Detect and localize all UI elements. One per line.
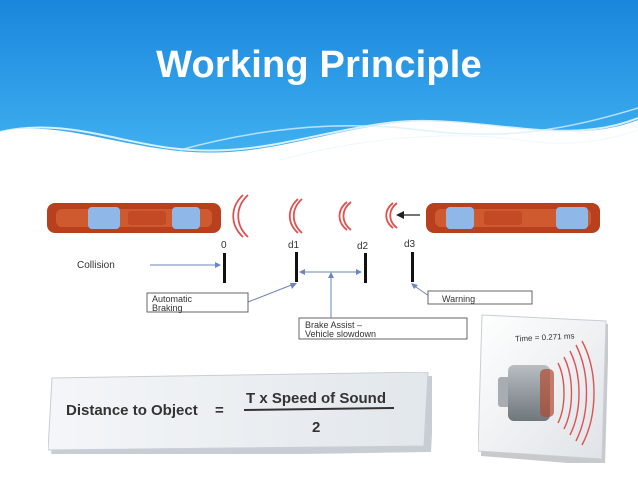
marker-bar-d2 [364, 253, 367, 283]
right-car [426, 203, 600, 233]
sensor-body [508, 365, 550, 421]
formula-fraction-bar [243, 407, 395, 411]
wave-arc [385, 202, 394, 229]
sensor-wave-arc [575, 344, 588, 442]
slide-title: Working Principle [156, 44, 482, 86]
marker-label-0: 0 [221, 240, 227, 251]
automatic-braking-pointer [247, 283, 295, 303]
formula-denominator: 2 [312, 419, 320, 436]
brake-assist-box [298, 317, 468, 340]
sensor-waves [557, 340, 595, 446]
wave-arc [237, 194, 249, 238]
wave-arc [342, 201, 352, 231]
warning-box [427, 290, 533, 305]
wave-arc [389, 202, 398, 229]
sensor-wave-arc [581, 340, 595, 446]
marker-bar-d1 [295, 252, 298, 282]
header-background [0, 0, 638, 175]
formula-equals: = [215, 402, 224, 419]
wave-arc [288, 198, 299, 234]
sensor-wave-arc [569, 350, 580, 436]
working-diagram: 0 d1 d2 d3 Collision Automatic Braking W… [47, 194, 600, 340]
automatic-braking-box [146, 292, 249, 313]
automatic-braking-label-line2: Braking [152, 303, 183, 313]
incoming-arrowhead [396, 211, 404, 219]
wave-arc [292, 198, 303, 234]
wave-arc [338, 201, 348, 231]
sensor-emitter [540, 369, 554, 417]
formula-lhs: Distance to Object [66, 402, 198, 419]
sound-waves [232, 194, 398, 238]
left-car [47, 203, 221, 233]
marker-bar-0 [223, 253, 226, 283]
brake-assist-label-line2: Vehicle slowdown [305, 329, 376, 339]
warning-label: Warning [442, 294, 475, 304]
formula-box: Distance to Object = T x Speed of Sound … [48, 372, 432, 454]
collision-label: Collision [77, 260, 115, 271]
sensor-timing-card [478, 314, 608, 463]
marker-label-d3: d3 [404, 239, 416, 250]
brake-assist-label-line1: Brake Assist – [305, 320, 362, 330]
sensor-wave-arc [557, 362, 565, 424]
wave-arc [232, 194, 244, 238]
formula-numerator: T x Speed of Sound [246, 390, 386, 407]
marker-bar-d3 [411, 252, 414, 282]
marker-label-d1: d1 [288, 240, 300, 251]
marker-label-d2: d2 [357, 241, 369, 252]
sensor-wave-arc [563, 356, 573, 430]
automatic-braking-label-line1: Automatic [152, 294, 193, 304]
